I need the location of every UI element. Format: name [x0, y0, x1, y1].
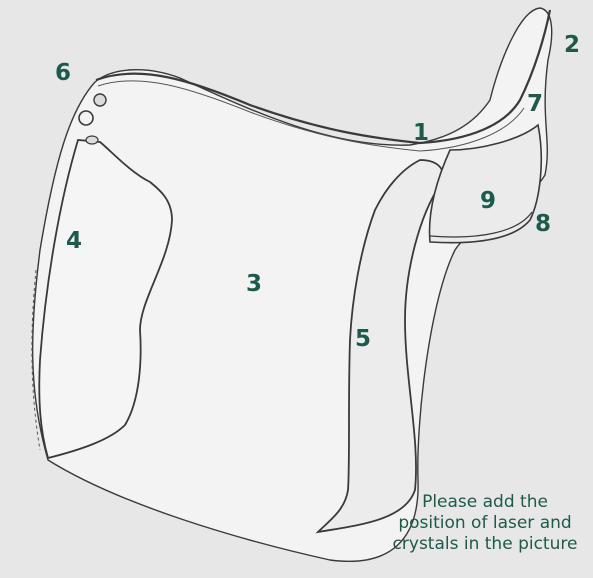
label-4: 4 [66, 230, 82, 253]
label-5: 5 [355, 328, 371, 351]
note-line-3: crystals in the picture [360, 534, 593, 555]
label-1: 1 [413, 122, 429, 145]
note-line-1: Please add the [360, 492, 593, 513]
label-2: 2 [564, 34, 580, 57]
stud-bottom [86, 136, 98, 144]
instruction-note: Please add the position of laser and cry… [360, 492, 593, 555]
label-6: 6 [55, 62, 71, 85]
label-3: 3 [246, 273, 262, 296]
label-9: 9 [480, 190, 496, 213]
label-8: 8 [535, 213, 551, 236]
stud-top [94, 94, 106, 106]
note-line-2: position of laser and [360, 513, 593, 534]
label-7: 7 [527, 93, 543, 116]
